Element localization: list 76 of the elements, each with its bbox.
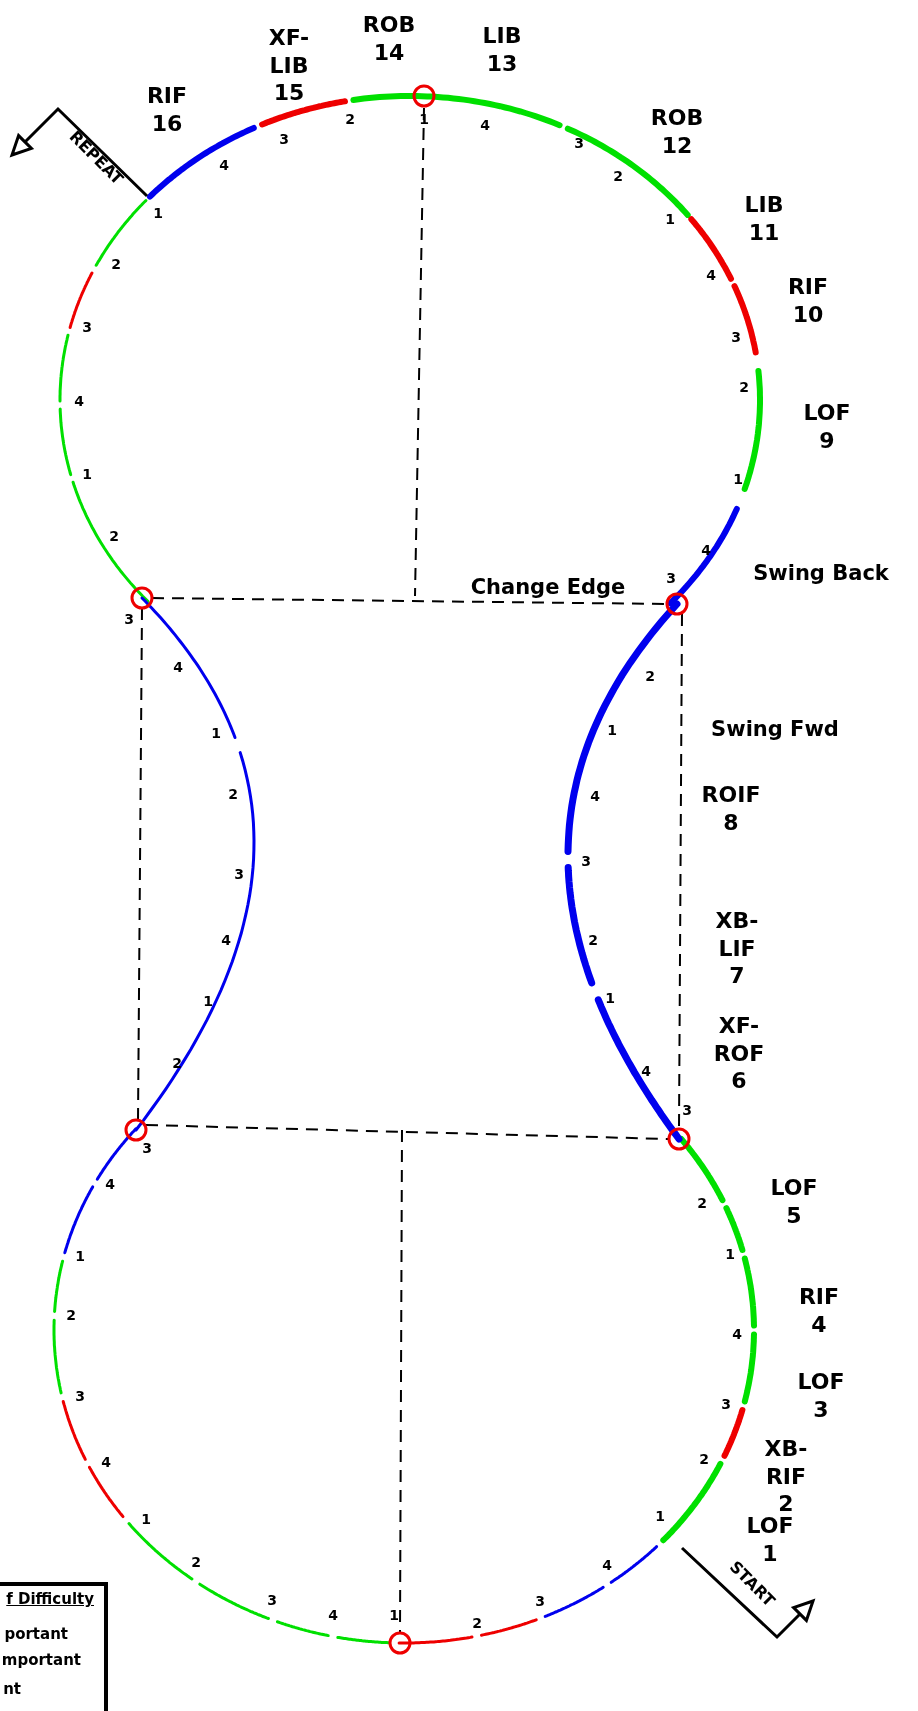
beat-count: 1: [153, 205, 163, 223]
edge-note: Swing Back: [753, 559, 889, 587]
legend-text: mportant: [1, 1651, 81, 1669]
beat-count: 1: [82, 466, 92, 484]
beat-count: 1: [733, 471, 743, 489]
edge-note: Swing Fwd: [711, 715, 839, 743]
beat-count: 4: [328, 1607, 338, 1625]
beat-count: 4: [590, 788, 600, 806]
beat-count: 3: [279, 131, 289, 149]
beat-count: 4: [706, 267, 716, 285]
beat-count: 2: [111, 256, 121, 274]
beat-count: 2: [588, 932, 598, 950]
beat-count: 3: [267, 1592, 277, 1610]
beat-count: 2: [472, 1615, 482, 1633]
beat-count: 2: [228, 786, 238, 804]
beat-count: 1: [725, 1246, 735, 1264]
beat-count: 2: [645, 668, 655, 686]
beat-count: 4: [602, 1557, 612, 1575]
beat-count: 4: [105, 1176, 115, 1194]
beat-count: 3: [666, 570, 676, 588]
beat-count: 2: [697, 1195, 707, 1213]
beat-count: 4: [701, 542, 711, 560]
beat-count: 1: [605, 990, 615, 1008]
beat-count: 4: [173, 659, 183, 677]
beat-count: 1: [203, 993, 213, 1011]
beat-count: 3: [731, 329, 741, 347]
step-label: LOF 9: [803, 398, 851, 454]
beat-count: 1: [389, 1607, 399, 1625]
beat-count: 1: [665, 211, 675, 229]
beat-count: 3: [581, 853, 591, 871]
step-label: ROB 12: [650, 103, 704, 159]
step-label: RIF 4: [798, 1282, 840, 1338]
step-label: LIB 11: [744, 190, 784, 246]
beat-count: 3: [574, 135, 584, 153]
step-label: LOF 5: [770, 1173, 818, 1229]
beat-count: 1: [607, 722, 617, 740]
beat-count: 1: [655, 1508, 665, 1526]
beat-count: 2: [109, 528, 119, 546]
legend-title: f Difficulty: [6, 1590, 94, 1608]
edge-note: Change Edge: [470, 573, 626, 601]
beat-count: 4: [641, 1063, 651, 1081]
beat-count: 3: [535, 1593, 545, 1611]
beat-count: 3: [142, 1140, 152, 1158]
step-label: XF-LIB 15: [268, 23, 310, 107]
beat-count: 3: [82, 319, 92, 337]
beat-count: 1: [75, 1248, 85, 1266]
beat-count: 1: [211, 725, 221, 743]
beat-count: 2: [191, 1554, 201, 1572]
beat-count: 3: [75, 1388, 85, 1406]
beat-count: 2: [172, 1055, 182, 1073]
step-label: RIF 10: [787, 272, 829, 328]
beat-count: 3: [682, 1102, 692, 1120]
beat-count: 1: [141, 1511, 151, 1529]
step-label: ROB 14: [362, 10, 416, 66]
beat-count: 2: [699, 1451, 709, 1469]
beat-count: 2: [345, 111, 355, 129]
beat-count: 3: [721, 1396, 731, 1414]
beat-count: 4: [221, 932, 231, 950]
beat-count: 4: [480, 117, 490, 135]
step-label: XF-ROF 6: [713, 1011, 765, 1095]
step-label: LIB 13: [482, 21, 522, 77]
beat-count: 2: [739, 379, 749, 397]
legend-text: portant: [4, 1625, 68, 1643]
beat-count: 2: [613, 168, 623, 186]
step-label: LOF 3: [797, 1367, 845, 1423]
beat-count: 3: [234, 866, 244, 884]
step-label: ROIF 8: [701, 780, 761, 836]
beat-count: 4: [101, 1454, 111, 1472]
beat-count: 3: [124, 611, 134, 629]
beat-count: 4: [732, 1326, 742, 1344]
legend-text: nt: [3, 1680, 21, 1698]
step-label: XB-LIF 7: [715, 906, 759, 990]
beat-count: 2: [66, 1307, 76, 1325]
step-label: RIF 16: [146, 81, 188, 137]
beat-count: 4: [74, 393, 84, 411]
beat-count: 4: [219, 157, 229, 175]
